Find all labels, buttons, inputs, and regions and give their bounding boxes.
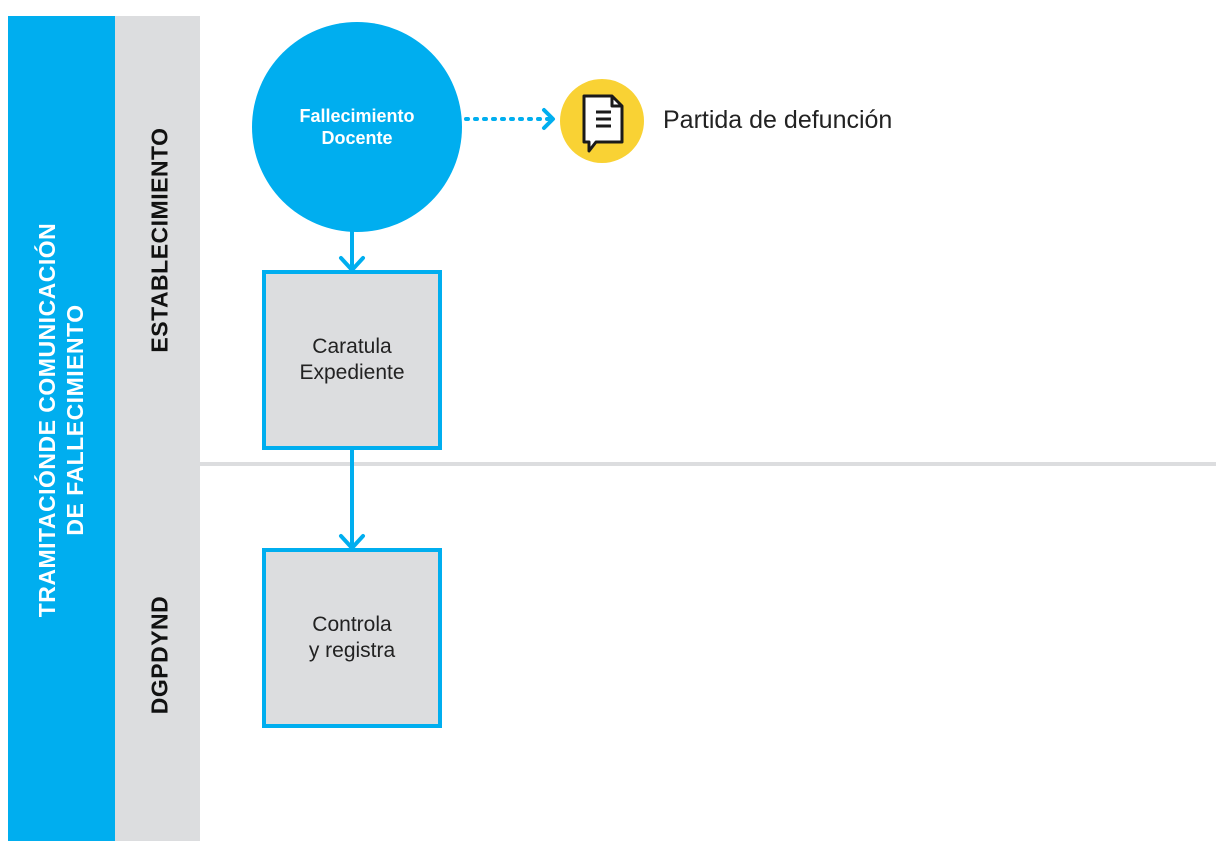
start-node-label-line1: Fallecimiento: [299, 106, 415, 126]
task-caratula-expediente: Caratula Expediente: [262, 270, 442, 450]
task-controla-label-line2: y registra: [308, 639, 396, 662]
task-caratula-label-line1: Caratula: [312, 335, 392, 358]
task-caratula-label: Caratula Expediente: [299, 334, 404, 386]
document-label: Partida de defunción: [663, 106, 893, 134]
task-controla-registra: Controla y registra: [262, 548, 442, 728]
lane-label-band: [115, 16, 200, 841]
task-caratula-label-line2: Expediente: [299, 361, 405, 384]
document-icon: [560, 79, 644, 163]
start-node-fallecimiento-docente: Fallecimiento Docente: [252, 22, 462, 232]
document-association-arrowhead: [542, 108, 555, 130]
task-controla-label-line1: Controla: [312, 613, 392, 636]
process-band: [8, 16, 115, 841]
task-controla-label: Controla y registra: [309, 612, 395, 664]
start-node-label: Fallecimiento Docente: [299, 105, 414, 149]
start-node-label-line2: Docente: [321, 128, 393, 148]
lane-divider: [200, 462, 1216, 466]
